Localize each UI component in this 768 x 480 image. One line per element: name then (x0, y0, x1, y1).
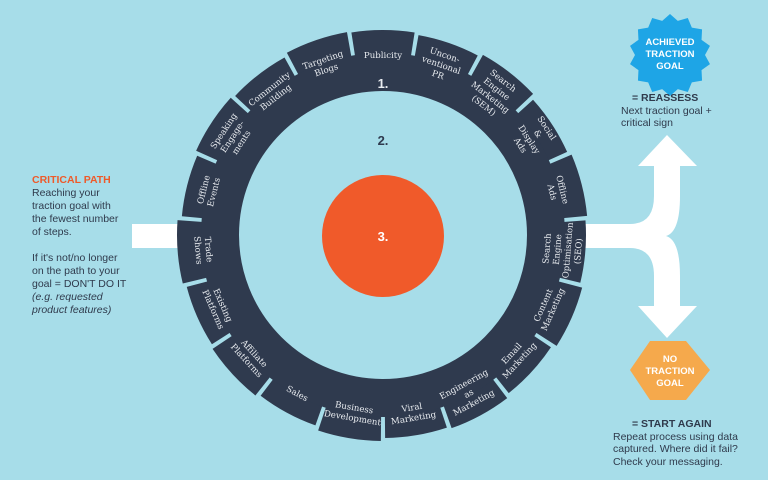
svg-text:Optimisation: Optimisation (561, 222, 576, 279)
svg-text:Viral: Viral (400, 402, 423, 415)
svg-text:TRACTION: TRACTION (645, 49, 694, 60)
arrow-down-head (638, 306, 697, 338)
start-again-note: = START AGAIN Repeat process using data … (613, 418, 763, 468)
svg-text:ACHIEVED: ACHIEVED (645, 37, 694, 48)
start-again-line: captured. Where did it fail? (613, 443, 738, 455)
svg-text:(SEO): (SEO) (572, 238, 585, 265)
critical-path-line: traction goal with (32, 200, 111, 212)
critical-path-line: of steps. (32, 226, 72, 238)
ring-band (201, 53, 565, 417)
svg-text:Ads: Ads (544, 182, 558, 201)
channel-label: Publicity (364, 51, 402, 61)
critical-path-note: CRITICAL PATH Reaching your traction goa… (32, 174, 157, 317)
svg-text:PR: PR (430, 69, 445, 83)
center-circle (322, 175, 444, 297)
start-again-line: Check your messaging. (613, 455, 723, 468)
achieved-badge: ACHIEVED TRACTION GOAL (630, 14, 710, 96)
critical-path-line: Reaching your (32, 187, 100, 199)
svg-text:Trade: Trade (202, 236, 214, 262)
svg-text:Publicity: Publicity (364, 51, 402, 61)
critical-path-line: the fewest number (32, 213, 119, 225)
svg-text:TRACTION: TRACTION (645, 366, 694, 377)
critical-path-note-example: product features) (32, 304, 112, 316)
start-again-line: Repeat process using data (613, 430, 738, 443)
svg-text:Engine: Engine (552, 234, 565, 265)
reassess-heading: = REASSESS (632, 92, 699, 104)
reassess-line: Next traction goal + (621, 104, 712, 117)
no-traction-badge: NO TRACTION GOAL (630, 341, 710, 400)
svg-text:Search: Search (541, 233, 554, 265)
input-path-bar (132, 224, 184, 248)
ring-number-1: 1. (378, 76, 389, 91)
critical-path-title: CRITICAL PATH (32, 174, 111, 186)
svg-text:GOAL: GOAL (656, 61, 684, 72)
svg-text:Shows: Shows (191, 236, 203, 265)
arrow-up-head (638, 135, 697, 166)
critical-path-note-example: (e.g. requested (32, 291, 103, 303)
critical-path-line: on the path to your (32, 265, 120, 277)
fork-arrow (585, 135, 697, 338)
reassess-note: = REASSESS Next traction goal + critical… (621, 92, 731, 130)
start-again-heading: = START AGAIN (632, 418, 712, 430)
critical-path-line: goal = DON'T DO IT (32, 278, 127, 290)
critical-path-line: If it's not/no longer (32, 252, 118, 264)
svg-text:GOAL: GOAL (656, 378, 684, 389)
center-number-3: 3. (378, 229, 389, 244)
reassess-line: critical sign (621, 117, 673, 129)
svg-text:NO: NO (663, 354, 677, 365)
svg-text:as: as (463, 388, 476, 401)
middle-number-2: 2. (378, 133, 389, 148)
